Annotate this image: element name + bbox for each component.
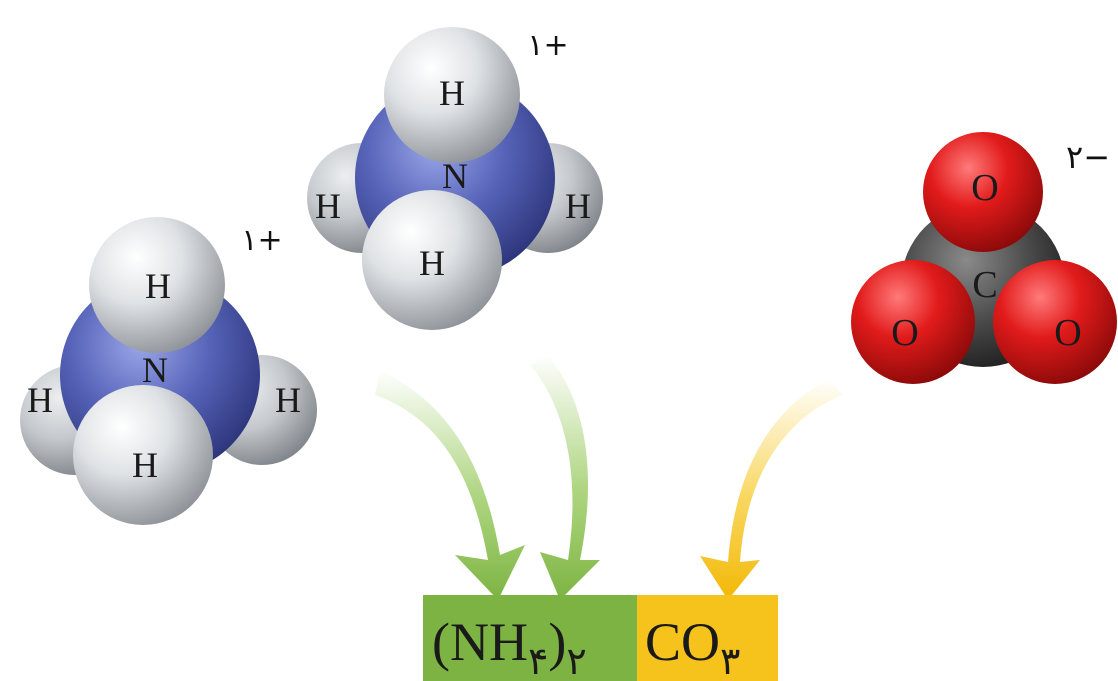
formula-box: (NH۴)۲ CO۳	[423, 595, 778, 681]
anion-box	[637, 595, 778, 681]
cation-subscript: ۴	[528, 641, 548, 681]
anion-formula: CO۳	[645, 612, 740, 681]
oxygen-atom-left-sphere	[851, 260, 975, 384]
atom-label-h-left: H	[27, 380, 53, 420]
ammonium-ion-top: H N H H H ۱+	[307, 27, 603, 330]
charge-label: ۲−	[1066, 138, 1110, 176]
atom-label-h-top: H	[439, 73, 465, 113]
cation-box	[423, 595, 637, 681]
atom-label-h-right: H	[565, 186, 591, 226]
green-arrow-right	[530, 355, 600, 600]
carbonate-ion: O C O O ۲−	[851, 132, 1117, 384]
atom-label-o-left: O	[891, 312, 918, 354]
charge-label: ۱+	[241, 223, 282, 258]
atom-label-n: N	[142, 350, 168, 390]
atom-label-n: N	[442, 156, 468, 196]
hydrogen-atom-top-sphere	[89, 217, 225, 353]
hydrogen-atom-top-sphere	[384, 27, 520, 163]
atom-label-h-left: H	[315, 186, 341, 226]
cation-formula: (NH۴)۲	[432, 612, 587, 681]
charge-label: ۱+	[527, 28, 568, 63]
hydrogen-atom-bottom-sphere	[73, 385, 213, 525]
atom-label-c: C	[972, 264, 997, 306]
ammonium-ion-left: H N H H H ۱+	[20, 217, 317, 525]
atom-label-h-bottom: H	[132, 445, 158, 485]
atom-label-h-bottom: H	[419, 243, 445, 283]
yellow-arrow	[700, 378, 842, 600]
atom-label-o-top: O	[971, 167, 998, 209]
hydrogen-atom-bottom-sphere	[362, 190, 502, 330]
atom-label-o-right: O	[1054, 312, 1081, 354]
green-arrow-left	[375, 370, 525, 600]
atom-label-h-top: H	[145, 266, 171, 306]
oxygen-atom-right-sphere	[993, 260, 1117, 384]
atom-label-h-right: H	[275, 380, 301, 420]
cation-count: ۲	[566, 641, 586, 681]
oxygen-atom-top-sphere	[923, 132, 1043, 252]
anion-subscript: ۳	[720, 641, 740, 681]
